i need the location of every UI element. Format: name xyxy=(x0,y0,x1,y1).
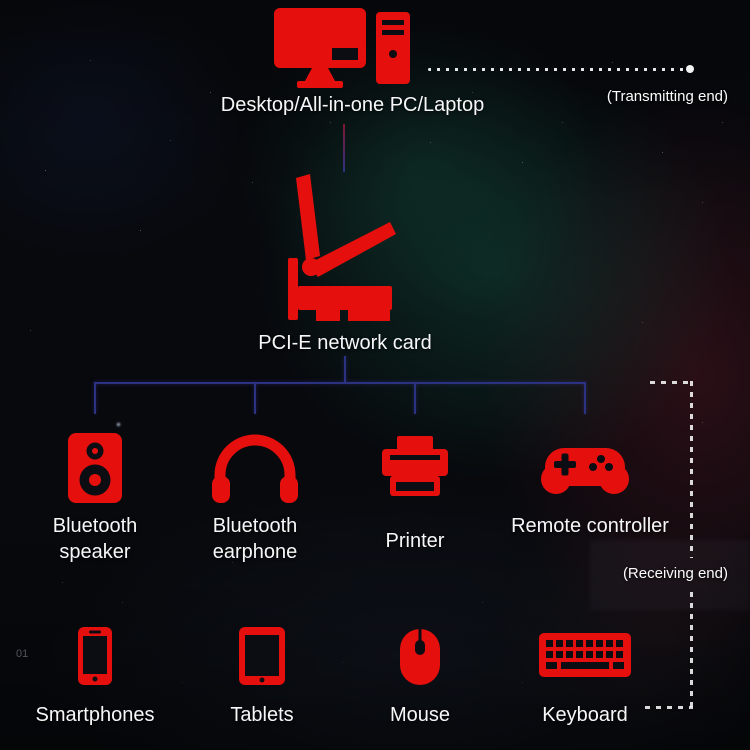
receiver-label-printer: Printer xyxy=(385,530,445,552)
receiving-note: (Receiving end) xyxy=(622,565,728,582)
receiver-label-keyboard: Keyboard xyxy=(542,704,628,726)
hub-label: PCI-E network card xyxy=(258,332,432,354)
tablet-icon xyxy=(238,626,286,686)
receiving-bracket-bottom-tick xyxy=(645,706,693,709)
receiver-label-tablets: Tablets xyxy=(230,704,294,726)
tree-drop-earphone xyxy=(254,382,256,414)
receiver-label-bluetooth-speaker: Bluetooth speaker xyxy=(52,515,138,564)
transmitting-dotted-line xyxy=(428,68,684,71)
background-mark: 01 xyxy=(16,648,29,660)
receiver-label-smartphones: Smartphones xyxy=(35,704,155,726)
tree-drop-speaker xyxy=(94,382,96,414)
tree-stem-line xyxy=(344,356,346,383)
receiver-label-remote-controller: Remote controller xyxy=(511,515,669,537)
desktop-pc-icon xyxy=(272,6,412,90)
keyboard-icon xyxy=(538,632,632,678)
starfield-background xyxy=(0,0,1,1)
connector-desktop-to-card xyxy=(343,124,345,172)
pcie-card-icon xyxy=(288,172,403,324)
transmitting-end-dot xyxy=(686,65,694,73)
speaker-icon xyxy=(67,432,123,504)
tree-horizontal-line xyxy=(94,382,586,384)
city-haze xyxy=(590,540,750,610)
receiver-label-mouse: Mouse xyxy=(389,704,451,726)
smartphone-icon xyxy=(77,626,113,686)
transmitter-label: Desktop/All-in-one PC/Laptop xyxy=(220,94,485,116)
printer-icon xyxy=(382,436,448,498)
tree-drop-printer xyxy=(414,382,416,414)
tree-drop-controller xyxy=(584,382,586,414)
gamepad-icon xyxy=(541,438,629,496)
mouse-icon xyxy=(399,628,441,686)
transmitting-note: (Transmitting end) xyxy=(606,88,728,105)
receiver-label-bluetooth-earphone: Bluetooth earphone xyxy=(212,515,298,564)
receiving-bracket-vertical-upper xyxy=(690,381,693,558)
receiving-bracket-top-tick xyxy=(650,381,692,384)
headphone-icon xyxy=(212,434,298,504)
receiving-bracket-vertical-lower xyxy=(690,592,693,708)
